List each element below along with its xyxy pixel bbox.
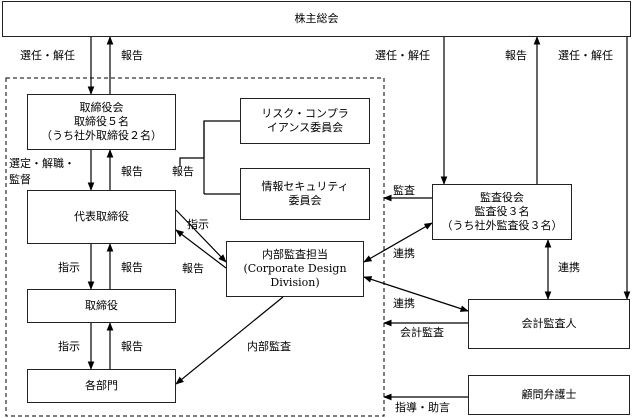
shareholders-meeting: 株主総会 <box>2 1 631 37</box>
audit-board-outside: （うち社外監査役３名） <box>441 219 563 232</box>
label-instruct-directors: 指示 <box>58 261 80 274</box>
legal-advisor: 顧問弁護士 <box>468 375 630 415</box>
label-instruct-departments: 指示 <box>58 340 80 353</box>
label-report-left: 報告 <box>121 49 143 62</box>
risk-committee-line2: イアンス委員会 <box>266 121 344 134</box>
label-audit: 監査 <box>393 184 415 197</box>
directors: 取締役 <box>27 289 176 323</box>
shareholders-label: 株主総会 <box>294 12 339 25</box>
internal-audit-line3: Division) <box>270 276 320 289</box>
label-report-board: 報告 <box>121 165 143 178</box>
representative-director: 代表取締役 <box>27 190 176 244</box>
label-cooperate-audit-accounting: 連携 <box>558 261 580 274</box>
label-guidance-advice: 指導・助言 <box>395 401 450 414</box>
info-security-line1: 情報セキュリティ <box>261 180 349 193</box>
info-security-line2: 委員会 <box>288 194 322 207</box>
arrow-cooperate-internal-accounting <box>363 276 469 312</box>
board-outside: （うち社外取締役２名） <box>41 129 162 142</box>
board-of-directors: 取締役会 取締役５名 （うち社外取締役２名） <box>27 94 176 150</box>
internal-audit-line2: (Corporate Design <box>243 262 347 275</box>
directors-label: 取締役 <box>85 299 118 312</box>
arrow-internal-audit <box>175 296 284 385</box>
label-report-audit: 報告 <box>505 49 527 62</box>
label-instruct-internal: 指示 <box>187 218 209 231</box>
arrow-instruct-internal <box>175 209 227 263</box>
departments-label: 各部門 <box>85 379 118 392</box>
arrow-report-ceo <box>175 229 227 269</box>
label-supervise: 監督 <box>9 173 31 186</box>
label-select-dismiss: 選定・解職・ <box>9 157 75 170</box>
label-report-departments: 報告 <box>121 340 143 353</box>
label-appoint-dismiss-audit: 選任・解任 <box>375 49 430 62</box>
ceo-label: 代表取締役 <box>74 210 129 223</box>
audit-board-title: 監査役会 <box>480 191 524 204</box>
risk-compliance-committee: リスク・コンプラ イアンス委員会 <box>240 98 370 144</box>
accounting-auditor: 会計監査人 <box>468 299 630 349</box>
accounting-auditor-label: 会計監査人 <box>521 317 577 330</box>
internal-audit-office: 内部監査担当 (Corporate Design Division) <box>226 241 364 297</box>
risk-committee-line1: リスク・コンプラ <box>261 107 349 120</box>
label-internal-audit: 内部監査 <box>247 340 291 353</box>
label-accounting-audit: 会計監査 <box>400 326 444 339</box>
label-report-directors: 報告 <box>121 261 143 274</box>
board-title: 取締役会 <box>79 101 124 114</box>
internal-audit-line1: 内部監査担当 <box>262 248 328 261</box>
label-report-internal: 報告 <box>182 262 204 275</box>
label-cooperate-internal-accounting: 連携 <box>393 297 415 310</box>
label-report-committees: 報告 <box>172 165 194 178</box>
departments: 各部門 <box>27 369 176 403</box>
info-security-committee: 情報セキュリティ 委員会 <box>240 168 370 220</box>
audit-board-members: 監査役３名 <box>474 205 530 218</box>
audit-and-supervisory-board: 監査役会 監査役３名 （うち社外監査役３名） <box>432 184 572 240</box>
board-members: 取締役５名 <box>74 115 129 128</box>
label-appoint-dismiss-left: 選任・解任 <box>20 49 75 62</box>
arrow-cooperate-audit-internal <box>363 222 433 263</box>
label-cooperate-audit-internal: 連携 <box>393 247 415 260</box>
label-appoint-dismiss-accounting: 選任・解任 <box>558 49 613 62</box>
legal-advisor-label: 顧問弁護士 <box>521 388 577 401</box>
